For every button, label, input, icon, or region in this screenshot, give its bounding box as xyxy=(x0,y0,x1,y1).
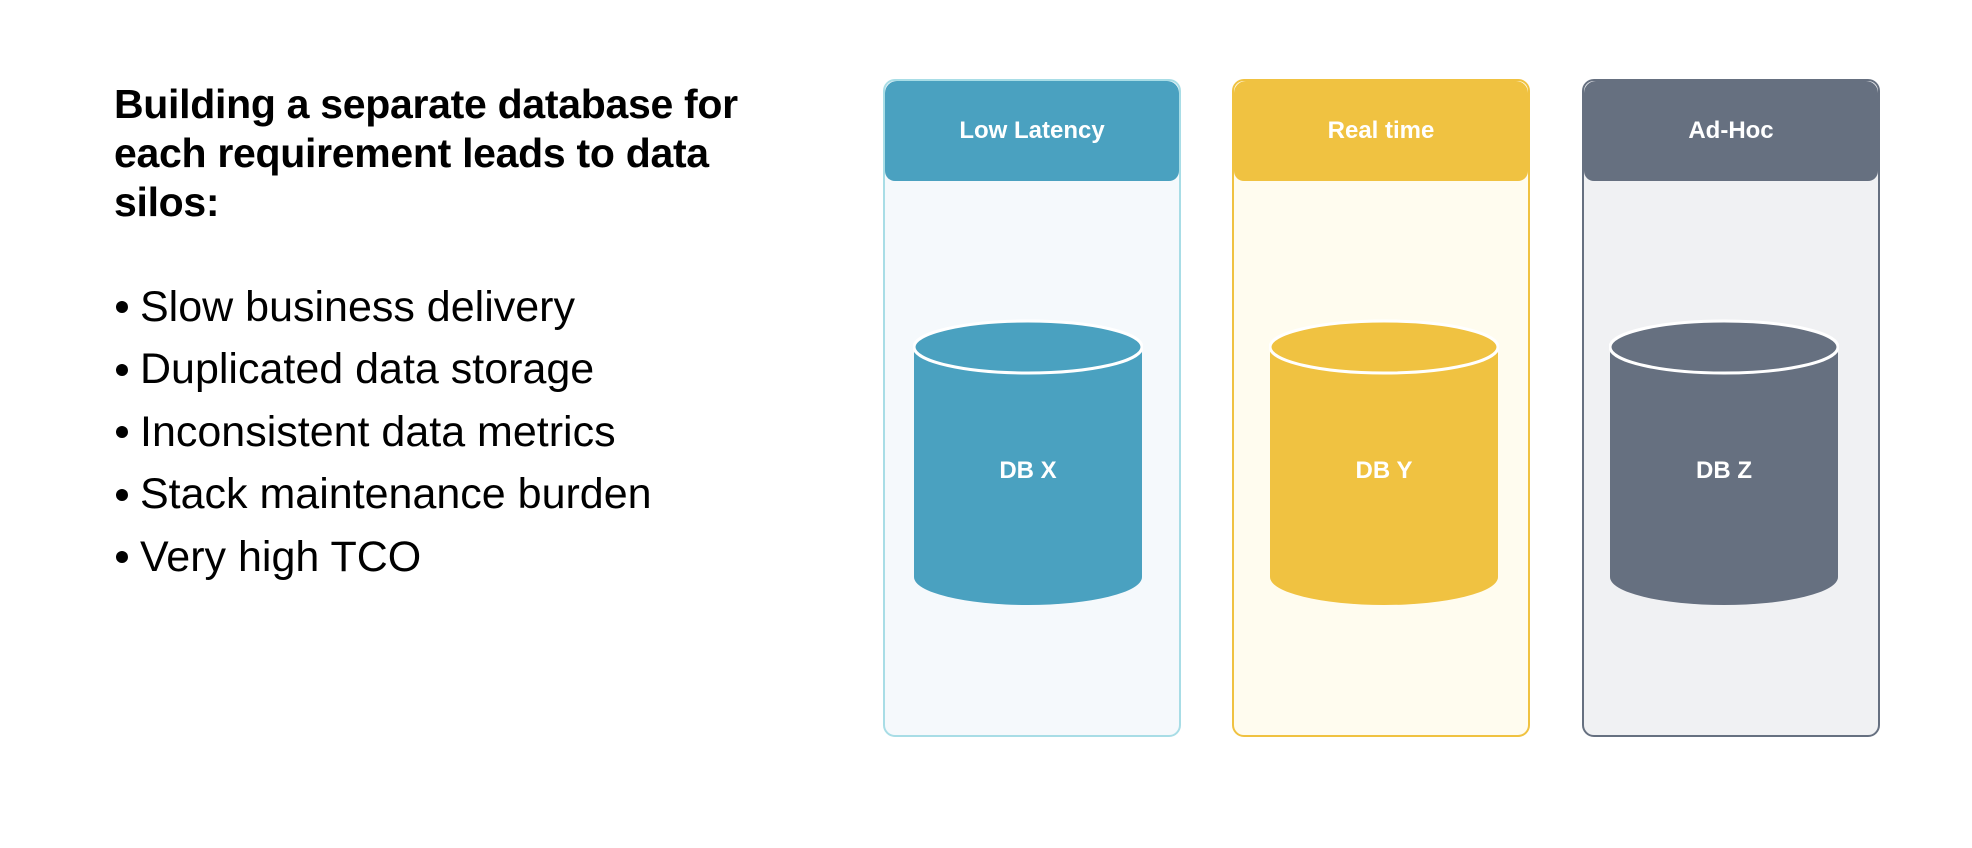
database-label: DB X xyxy=(999,457,1057,484)
bullet-text: Duplicated data storage xyxy=(140,345,595,394)
bullet-item: Slow business delivery xyxy=(114,276,652,339)
panel-low-latency: Low Latency DB X xyxy=(883,79,1181,737)
bullet-text: Inconsistent data metrics xyxy=(140,407,616,456)
bullet-text: Very high TCO xyxy=(140,532,422,581)
headline: Building a separate database for each re… xyxy=(114,81,738,225)
database-label: DB Y xyxy=(1355,457,1413,484)
bullet-item: Inconsistent data metrics xyxy=(114,401,652,464)
bullet-dot-icon xyxy=(116,363,128,376)
bullet-dot-icon xyxy=(116,426,128,439)
cylinder-shape xyxy=(1608,319,1840,605)
database-label: DB Z xyxy=(1696,457,1752,484)
panel-header: Low Latency xyxy=(885,81,1179,181)
database-cylinder-icon: DB Z xyxy=(1608,319,1840,609)
panel-header: Real time xyxy=(1234,81,1528,181)
cylinder-shape xyxy=(1268,319,1500,605)
cylinder-shape xyxy=(912,319,1144,605)
panel-real-time: Real time DB Y xyxy=(1232,79,1530,737)
database-cylinder-icon: DB Y xyxy=(1268,319,1500,609)
bullet-item: Duplicated data storage xyxy=(114,339,652,402)
bullet-item: Stack maintenance burden xyxy=(114,464,652,527)
bullet-text: Stack maintenance burden xyxy=(140,470,652,519)
bullet-dot-icon xyxy=(116,301,128,314)
bullet-item: Very high TCO xyxy=(114,526,652,589)
bullet-list: Slow business delivery Duplicated data s… xyxy=(114,276,652,589)
bullet-dot-icon xyxy=(116,551,128,564)
panel-header: Ad-Hoc xyxy=(1584,81,1878,181)
panel-ad-hoc: Ad-Hoc DB Z xyxy=(1582,79,1880,737)
bullet-dot-icon xyxy=(116,488,128,501)
bullet-text: Slow business delivery xyxy=(140,282,575,331)
database-cylinder-icon: DB X xyxy=(912,319,1144,609)
